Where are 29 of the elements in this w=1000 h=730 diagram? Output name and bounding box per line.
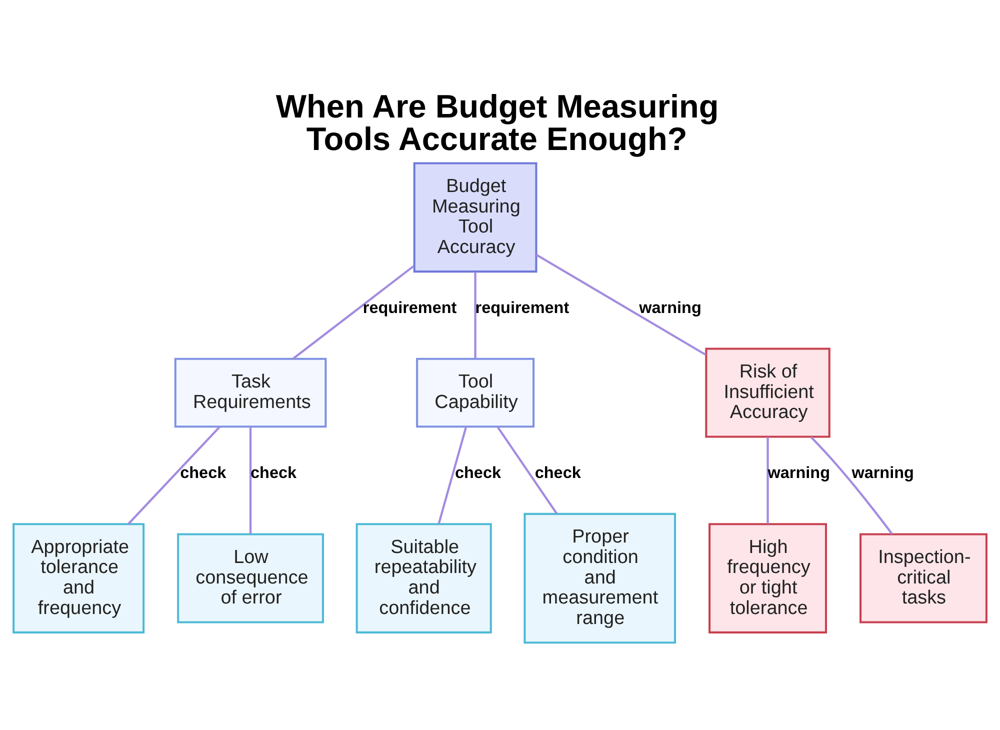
edge-label: warning [768, 464, 830, 482]
node-box: Risk of Insufficient Accuracy [705, 348, 830, 438]
node-box: Suitable repeatability and confidence [356, 523, 492, 634]
node-box: Appropriate tolerance and frequency [12, 523, 145, 634]
node-box: Proper condition and measurement range [524, 512, 676, 644]
connector [474, 272, 476, 359]
edge-label: check [180, 464, 226, 482]
connector [536, 254, 706, 356]
connector [766, 436, 769, 524]
connector [810, 436, 894, 535]
connector [292, 265, 415, 360]
edge-label: requirement [475, 299, 570, 318]
node-box: High frequency or tight tolerance [708, 523, 827, 634]
node-box: Tool Capability [416, 358, 535, 428]
node-box: Low consequence of error [177, 533, 324, 624]
node-box: Inspection-critical tasks [860, 533, 988, 624]
node-box: Budget Measuring Tool Accuracy [413, 162, 538, 273]
connector [496, 426, 558, 514]
edge-label: warning [852, 464, 914, 482]
diagram-title: When Are Budget Measuring Tools Accurate Enough? [276, 88, 719, 157]
edge-label: check [534, 464, 581, 482]
connector [127, 426, 221, 525]
connector [249, 426, 252, 534]
node-box: Task Requirements [174, 358, 327, 428]
edge-label: check [454, 464, 502, 482]
edge-label: requirement [362, 299, 457, 318]
edge-label: check [250, 464, 297, 482]
connector [438, 426, 468, 524]
edge-label: warning [639, 299, 702, 318]
